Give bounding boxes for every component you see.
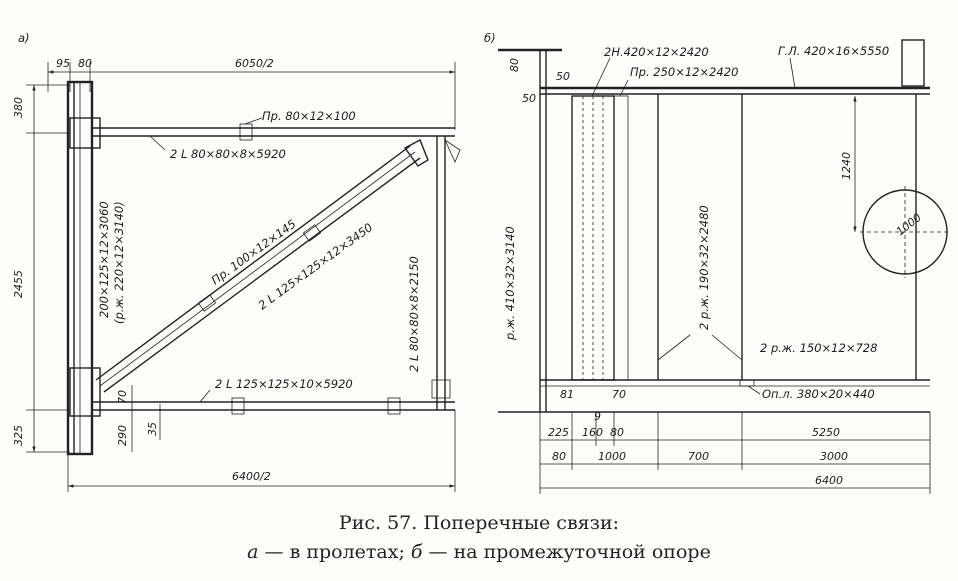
panel-b-bottom-dimensions: 225 160 80 5250 80 1000 700 3000 6400	[539, 412, 931, 494]
panel-a-dim-35: 35	[146, 422, 159, 436]
panel-b-tag: б)	[484, 31, 496, 45]
panel-a-dim-380: 380	[12, 97, 25, 118]
panel-b-dim-225: 225	[548, 426, 569, 439]
panel-b-dim-50b: 50	[522, 92, 536, 105]
panel-b-dim-80c: 80	[552, 450, 566, 463]
panel-b: б) Г.Л. 420×16×5550 80 50 50 р.ж. 410×32…	[484, 31, 950, 494]
panel-a-bottom-dimension: 6400/2	[67, 410, 456, 492]
panel-a-tag: а)	[18, 31, 30, 45]
panel-b-stiffeners	[657, 94, 917, 380]
panel-a-label-post-right: 2 L 80×80×8×2150	[407, 256, 421, 372]
panel-b-dim-1240: 1240	[840, 152, 853, 180]
panel-a-dim-80: 80	[78, 57, 92, 70]
panel-b-label-rib-2h: 2Н.420×12×2420	[604, 45, 709, 59]
panel-a-label-diag-plate: Пр. 100×12×145	[209, 217, 299, 288]
panel-b-support-plate-mark	[739, 379, 755, 387]
panel-b-dim-70: 70	[612, 388, 626, 401]
panel-a-dim-2455: 2455	[12, 270, 25, 298]
panel-b-bolted-plate	[571, 95, 629, 381]
panel-a-bottom-chord	[92, 397, 455, 415]
panel-b-label-rib-mid: 2 р.ж. 190×32×2480	[697, 205, 711, 330]
panel-b-dim-80b: 80	[610, 426, 624, 439]
panel-a-dim-70: 70	[116, 390, 129, 404]
figure-caption-title: Рис. 57. Поперечные связи:	[338, 512, 620, 534]
panel-a: а) 95 80 6050/2 380 2455 325	[12, 31, 461, 492]
panel-b-dim-1000: 1000	[598, 450, 626, 463]
panel-b-dim-5250: 5250	[812, 426, 840, 439]
panel-b-dim-1000-circle: 1000	[894, 211, 924, 238]
panel-a-label-chord-bottom: 2 L 125×125×10×5920	[215, 377, 353, 391]
panel-b-manhole	[860, 186, 950, 278]
panel-b-label-rib-left: р.ж. 410×32×3140	[503, 226, 517, 341]
panel-b-dim-700: 700	[688, 450, 709, 463]
panel-a-label-post-left: 200×125×12×3060	[97, 201, 111, 318]
panel-b-label-support-plate: Оп.л. 380×20×440	[762, 387, 875, 401]
panel-a-top-chord	[92, 123, 455, 141]
panel-b-dim-80: 80	[508, 58, 521, 72]
panel-b-dim-81: 81	[560, 388, 574, 401]
panel-b-label-top-flange: Г.Л. 420×16×5550	[778, 44, 889, 58]
panel-a-dim-6400: 6400/2	[232, 470, 271, 483]
caption-a-text: — в пролетах;	[258, 541, 411, 563]
panel-b-label-plate: Пр. 250×12×2420	[630, 65, 738, 79]
panel-a-label-post-left-rib: (р.ж. 220×12×3140)	[112, 201, 126, 324]
panel-a-top-dimensions: 95 80 6050/2	[47, 57, 456, 130]
panel-a-left-dimensions: 380 2455 325	[12, 84, 70, 453]
panel-b-label-rib-right: 2 р.ж. 150×12×728	[760, 341, 877, 355]
panel-a-diagonal	[95, 139, 429, 393]
panel-a-dim-290: 290	[116, 425, 129, 446]
panel-b-dim-3000: 3000	[820, 450, 848, 463]
panel-a-label-chord-top: 2 L 80×80×8×5920	[170, 147, 286, 161]
caption-b-text: — на промежуточной опоре	[422, 541, 711, 563]
panel-a-dim-325: 325	[12, 425, 25, 446]
panel-a-right-post	[431, 136, 461, 410]
panel-b-dim-6400: 6400	[815, 474, 843, 487]
panel-b-dim-9: 9	[594, 410, 601, 423]
panel-b-dim-160: 160	[582, 426, 603, 439]
panel-b-top-flange	[498, 39, 930, 95]
caption-a-letter: а	[247, 541, 259, 563]
panel-a-main-post	[66, 80, 101, 456]
panel-a-dim-95: 95	[56, 57, 70, 70]
panel-b-dim-50a: 50	[556, 70, 570, 83]
panel-b-left-web	[498, 50, 930, 413]
caption-b-letter: б	[410, 541, 423, 563]
panel-a-label-plate-top: Пр. 80×12×100	[262, 109, 356, 123]
figure-caption-legend: а — в пролетах; б — на промежуточной опо…	[0, 541, 958, 563]
panel-a-dim-6050: 6050/2	[235, 57, 274, 70]
